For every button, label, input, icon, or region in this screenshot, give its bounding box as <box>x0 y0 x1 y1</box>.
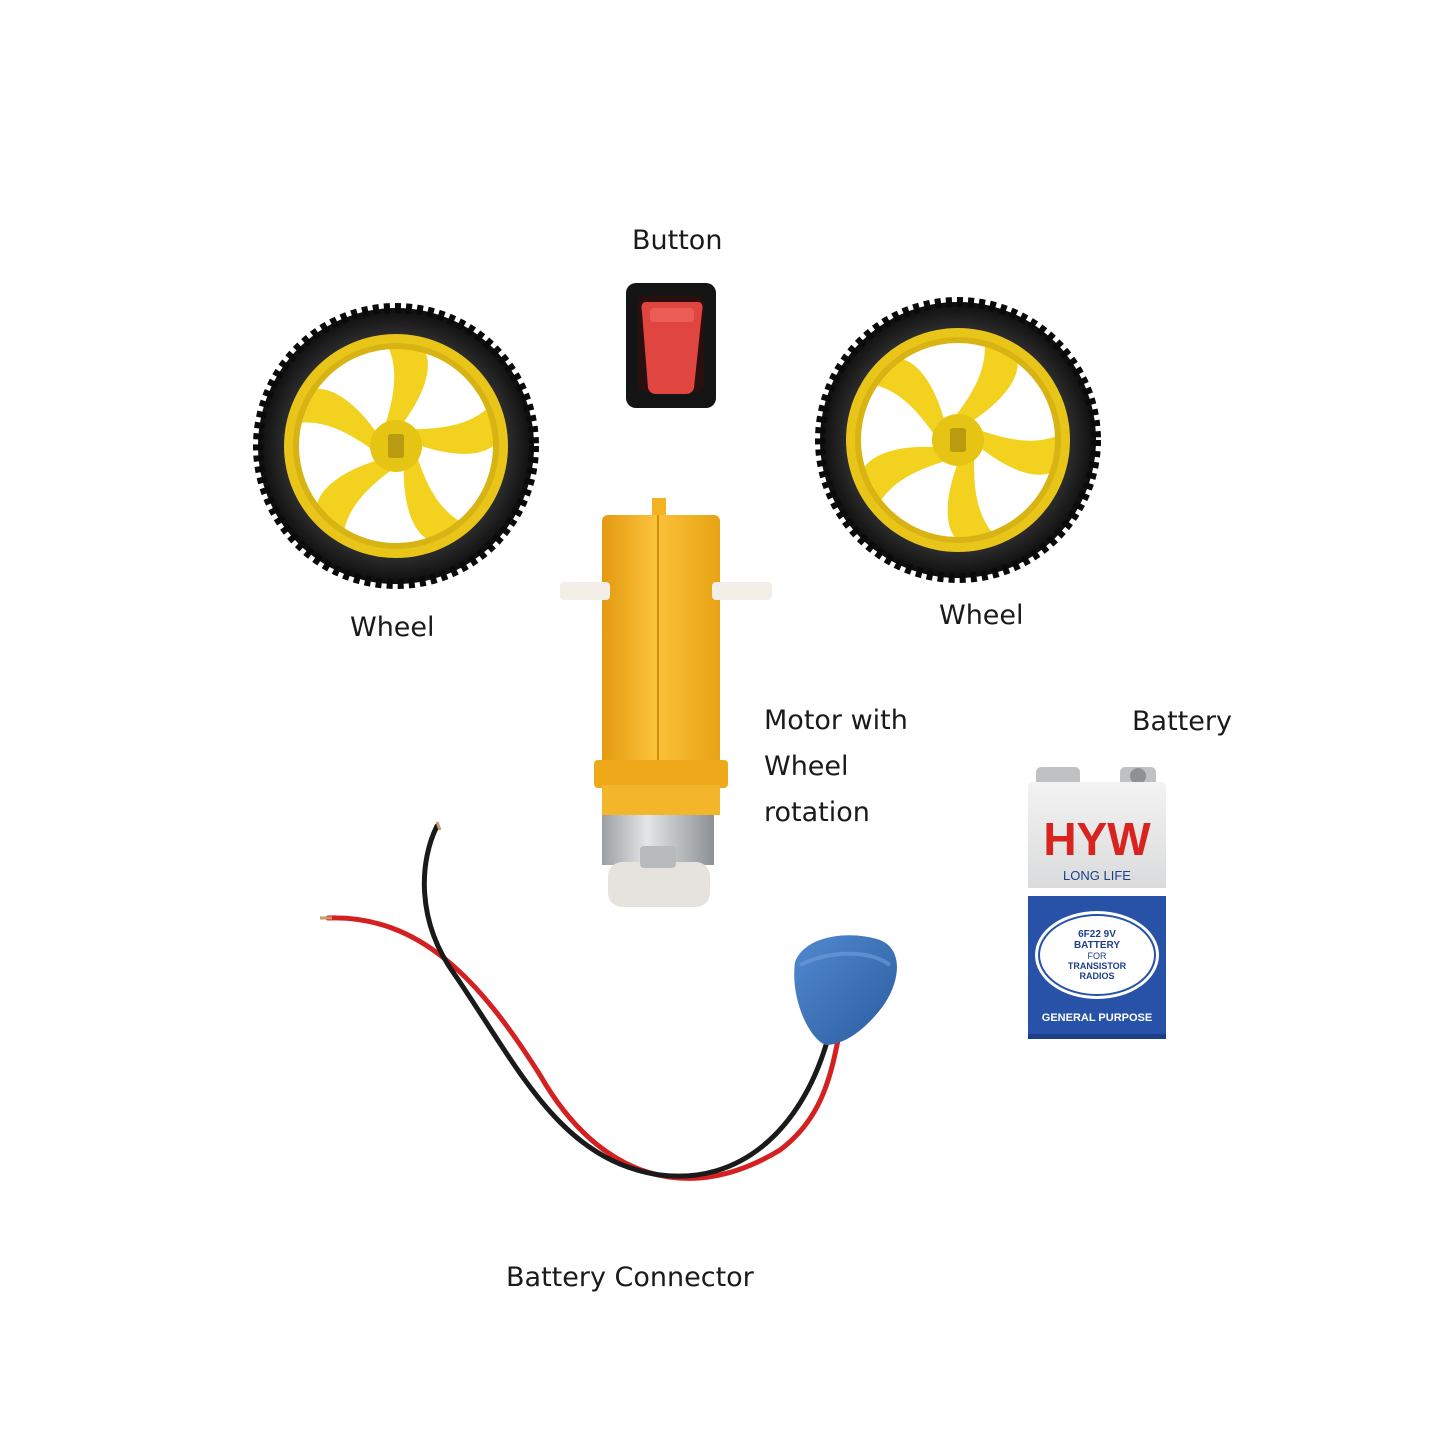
label-battery-connector: Battery Connector <box>506 1262 754 1293</box>
rocker-switch <box>626 283 716 408</box>
label-button: Button <box>632 225 723 256</box>
wheel-spokes <box>298 346 499 542</box>
label-motor-line2: Wheel <box>764 751 849 782</box>
label-wheel-left: Wheel <box>350 612 435 643</box>
switch-rocker <box>641 302 703 394</box>
label-motor: Motor with Wheel rotation <box>764 698 964 836</box>
battery-tagline: LONG LIFE <box>1063 868 1131 883</box>
battery-spec-2: BATTERY <box>1074 940 1120 951</box>
wheel-left <box>253 303 539 589</box>
wire-black <box>421 823 829 1179</box>
battery-spec-5: RADIOS <box>1079 971 1114 981</box>
label-wheel-right: Wheel <box>939 600 1024 631</box>
label-motor-line3: rotation <box>764 797 870 828</box>
connector-cap <box>794 935 897 1045</box>
gear-motor <box>560 498 772 907</box>
wheel-spokes <box>861 343 1059 544</box>
battery-9v <box>1028 767 1166 1039</box>
wire-red <box>325 915 841 1181</box>
battery-brand: HYW <box>1043 813 1151 865</box>
battery-spec-1: 6F22 9V <box>1078 929 1116 940</box>
label-motor-line1: Motor with <box>764 705 908 736</box>
wheel-right <box>815 297 1101 583</box>
label-battery: Battery <box>1132 706 1232 737</box>
battery-spec-4: TRANSISTOR <box>1068 961 1127 971</box>
battery-connector <box>320 821 897 1181</box>
battery-footer: GENERAL PURPOSE <box>1042 1012 1152 1024</box>
battery-spec-3: FOR <box>1088 951 1107 961</box>
